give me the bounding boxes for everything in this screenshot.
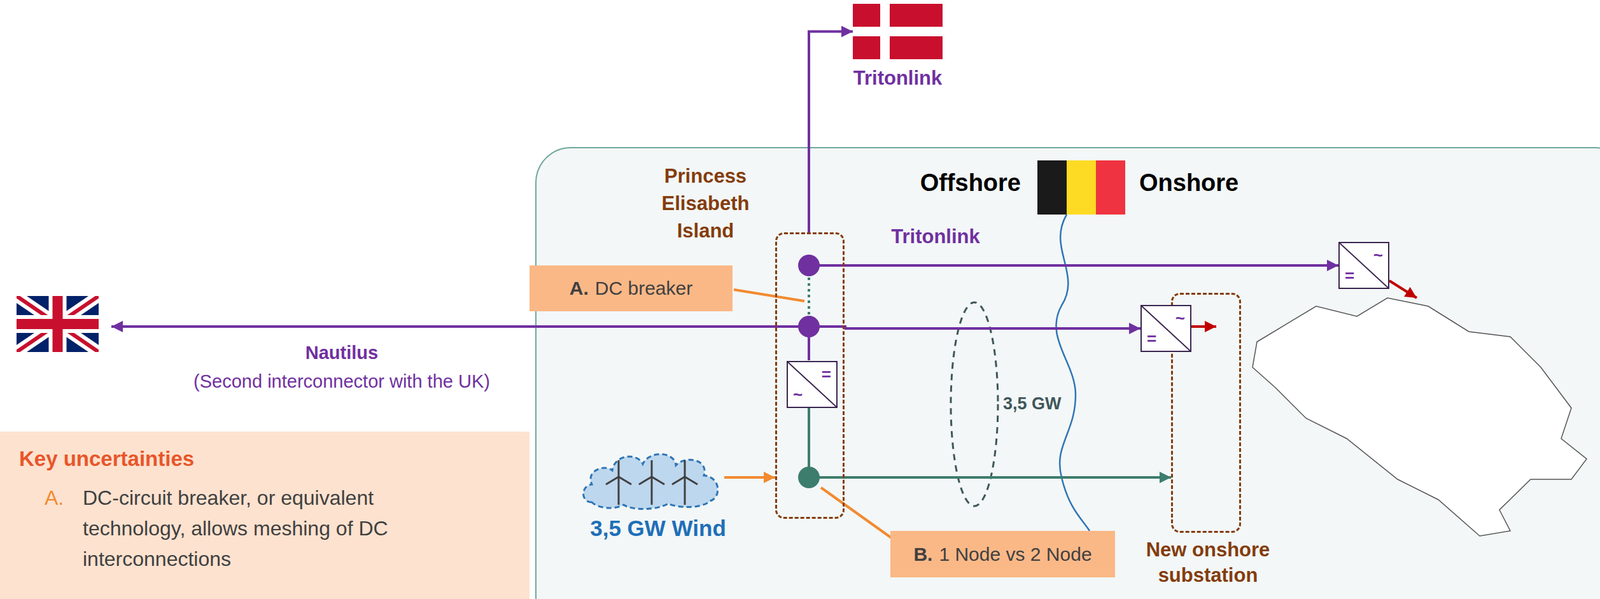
coastline	[1055, 214, 1090, 531]
converter-box: ~=	[1338, 241, 1390, 289]
flag-node: Tritonlink	[852, 3, 943, 60]
converter-symbol: ~	[1175, 309, 1186, 327]
converter-symbol: =	[1146, 330, 1157, 347]
cable-stub	[807, 326, 811, 361]
cable-connector	[844, 327, 1141, 330]
ac-node	[798, 466, 820, 489]
cable-connector	[808, 31, 853, 233]
cable-name: Nautilus	[214, 342, 470, 364]
panel-title: Key uncertainties	[19, 446, 511, 471]
list-text: DC-circuit breaker, or equivalent techno…	[82, 482, 478, 575]
nautilus-cable	[111, 325, 809, 328]
area-heading: Princess Elisabeth Island	[646, 162, 765, 245]
callout-text: 1 Node vs 2 Node	[938, 543, 1092, 566]
wind-cloud	[579, 448, 725, 511]
island-box: Princess Elisabeth Island=~	[775, 232, 845, 519]
cable-connector	[844, 264, 1339, 267]
zone-label: Onshore	[1139, 169, 1305, 197]
dc-node	[798, 254, 820, 277]
area-heading: New onshore substation	[1128, 537, 1288, 589]
callout-box: A. DC breaker	[529, 265, 733, 312]
converter-symbol: ~	[1373, 246, 1383, 264]
offshore-panel	[535, 147, 1600, 599]
converter-box: ~=	[1140, 304, 1192, 352]
callout-box: B.1 Node vs 2 Node	[890, 530, 1116, 578]
wind-farm: 3,5 GW Wind	[579, 448, 725, 511]
belgian-flag	[1037, 160, 1126, 215]
callout-text: DC breaker	[595, 277, 693, 300]
uncertainty-box: Key uncertaintiesA.DC-circuit breaker, o…	[0, 431, 530, 599]
uk-flag	[16, 295, 99, 352]
substation-box: New onshore substation~=	[1171, 292, 1242, 533]
capacity-label: 3,5 GW	[1001, 393, 1063, 414]
callout-number: A.	[569, 277, 589, 300]
leader-line	[821, 487, 893, 539]
converter-box: =~	[786, 360, 838, 408]
danish-flag	[852, 3, 943, 60]
capacity-ellipse	[950, 302, 998, 506]
flag-label: Tritonlink	[801, 66, 994, 90]
list-item: A.DC-circuit breaker, or equivalent tech…	[19, 482, 511, 575]
leader-line	[733, 289, 805, 302]
cable-stub	[808, 264, 847, 267]
capacity-label: 3,5 GW Wind	[566, 515, 750, 541]
cable-name: Tritonlink	[871, 225, 1000, 249]
cable-connector	[724, 476, 776, 479]
cable-note: (Second interconnector with the UK)	[138, 371, 546, 393]
dc-breaker-link	[807, 277, 811, 315]
power-arrow	[1389, 280, 1417, 298]
power-arrow	[1190, 325, 1217, 328]
cable-connector	[844, 476, 1172, 479]
cable-stub	[807, 404, 811, 478]
converter-symbol: =	[821, 365, 832, 383]
cable-stub	[808, 476, 847, 479]
dc-node	[798, 315, 820, 338]
belgium-map	[1252, 297, 1587, 536]
zone-label: Offshore	[878, 169, 1021, 197]
callout-number: B.	[913, 543, 933, 566]
list-marker: A.	[44, 482, 83, 575]
cable-stub	[808, 325, 847, 328]
converter-symbol: =	[1344, 267, 1355, 284]
converter-symbol: ~	[792, 386, 803, 403]
